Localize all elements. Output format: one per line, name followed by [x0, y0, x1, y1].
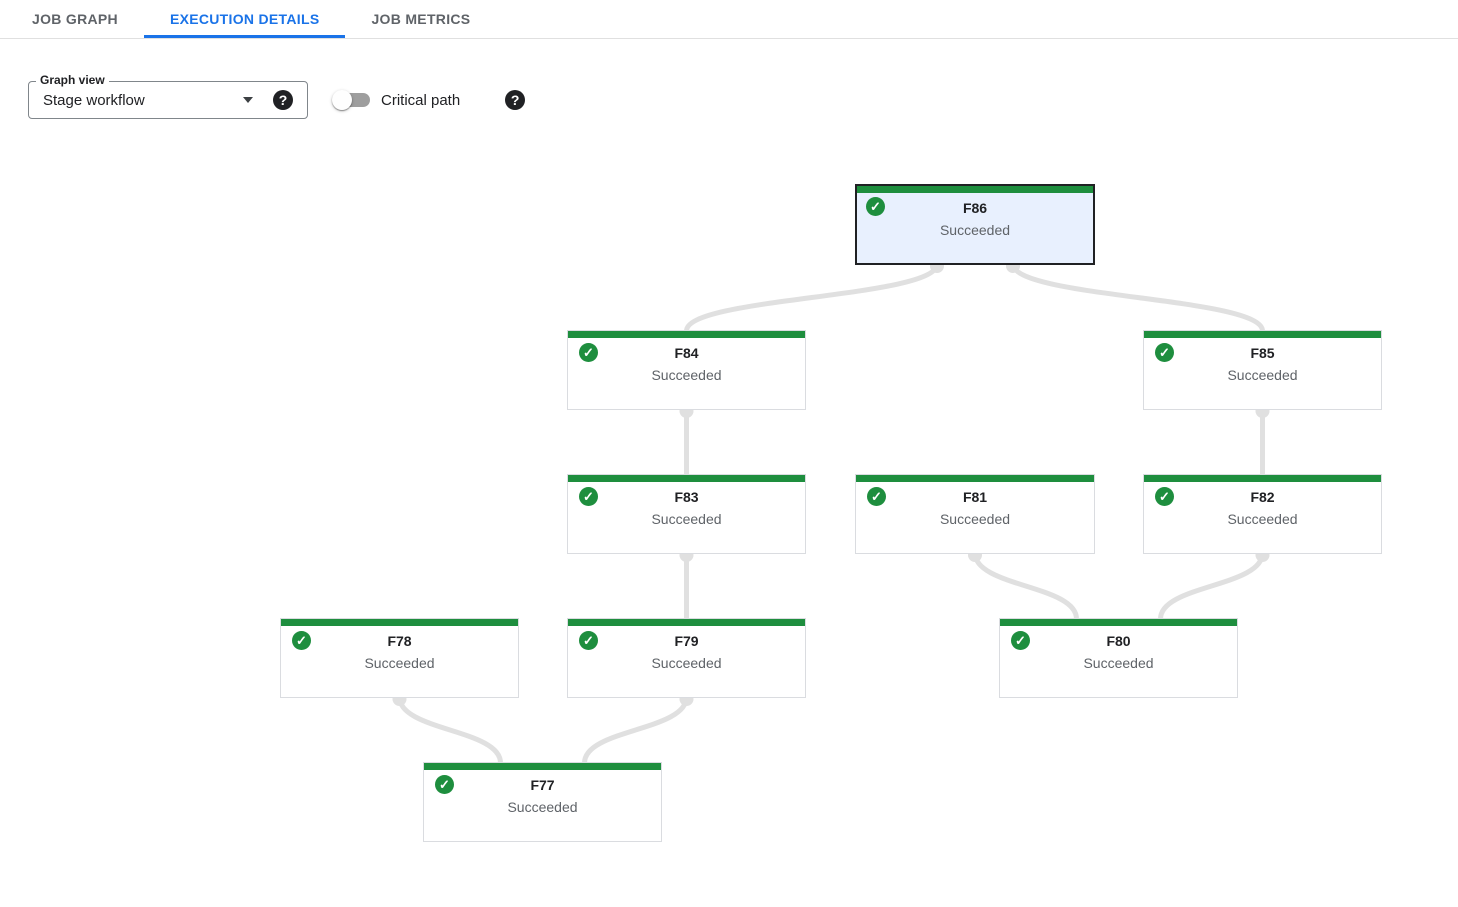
- stage-status: Succeeded: [651, 655, 722, 671]
- stage-status-bar: [1144, 331, 1381, 338]
- success-check-icon: ✓: [867, 487, 886, 506]
- stage-status: Succeeded: [651, 367, 722, 383]
- tab-bar: JOB GRAPH EXECUTION DETAILS JOB METRICS: [0, 0, 1458, 39]
- stage-id: F81: [962, 489, 988, 505]
- graph-view-label: Graph view: [36, 73, 109, 87]
- stage-status-bar: [424, 763, 661, 770]
- tab-job-metrics[interactable]: JOB METRICS: [345, 0, 496, 38]
- success-check-icon: ✓: [579, 487, 598, 506]
- critical-path-control: Critical path ?: [332, 90, 526, 110]
- success-check-icon: ✓: [435, 775, 454, 794]
- critical-path-label: Critical path: [381, 91, 461, 109]
- stage-id: F85: [1250, 345, 1275, 361]
- stage-id: F83: [674, 489, 699, 505]
- tab-job-graph[interactable]: JOB GRAPH: [6, 0, 144, 38]
- critical-path-toggle[interactable]: [332, 90, 370, 110]
- tab-job-graph-label: JOB GRAPH: [32, 11, 118, 27]
- stage-id: F86: [962, 200, 988, 216]
- success-check-icon: ✓: [1155, 487, 1174, 506]
- stage-id: F79: [674, 633, 699, 649]
- stage-status-bar: [568, 475, 805, 482]
- chevron-down-icon: [243, 97, 253, 103]
- tab-job-metrics-label: JOB METRICS: [371, 11, 471, 27]
- stage-id: F84: [674, 345, 699, 361]
- critical-path-help-icon[interactable]: ?: [505, 90, 526, 110]
- stage-id: F77: [530, 777, 555, 793]
- toggle-knob: [332, 90, 352, 110]
- success-check-icon: ✓: [1155, 343, 1174, 362]
- stage-status-bar: [857, 186, 1093, 193]
- success-check-icon: ✓: [579, 631, 598, 650]
- stage-status-bar: [568, 331, 805, 338]
- success-check-icon: ✓: [1011, 631, 1030, 650]
- graph-view-help-icon[interactable]: ?: [273, 90, 293, 110]
- stage-status: Succeeded: [507, 799, 578, 815]
- stage-status: Succeeded: [1227, 367, 1298, 383]
- graph-view-select[interactable]: Graph view Stage workflow ?: [28, 73, 308, 119]
- success-check-icon: ✓: [579, 343, 598, 362]
- graph-view-value: Stage workflow: [43, 91, 145, 109]
- stage-status: Succeeded: [939, 511, 1011, 527]
- success-check-icon: ✓: [866, 197, 885, 216]
- stage-status: Succeeded: [939, 222, 1011, 238]
- tab-execution-details[interactable]: EXECUTION DETAILS: [143, 0, 346, 38]
- stage-status: Succeeded: [651, 511, 722, 527]
- stage-id: F80: [1106, 633, 1131, 649]
- stage-status: Succeeded: [1083, 655, 1154, 671]
- stage-status: Succeeded: [1227, 511, 1298, 527]
- graph-controls: Graph view Stage workflow ? Critical pat…: [28, 73, 526, 119]
- stage-status: Succeeded: [364, 655, 435, 671]
- stage-id: F82: [1250, 489, 1275, 505]
- stage-id: F78: [387, 633, 412, 649]
- stage-status-bar: [1000, 619, 1237, 626]
- stage-status-bar: [568, 619, 805, 626]
- success-check-icon: ✓: [292, 631, 311, 650]
- stage-status-bar: [1144, 475, 1381, 482]
- stage-status-bar: [281, 619, 518, 626]
- stage-status-bar: [856, 475, 1094, 482]
- tab-execution-details-label: EXECUTION DETAILS: [169, 11, 320, 27]
